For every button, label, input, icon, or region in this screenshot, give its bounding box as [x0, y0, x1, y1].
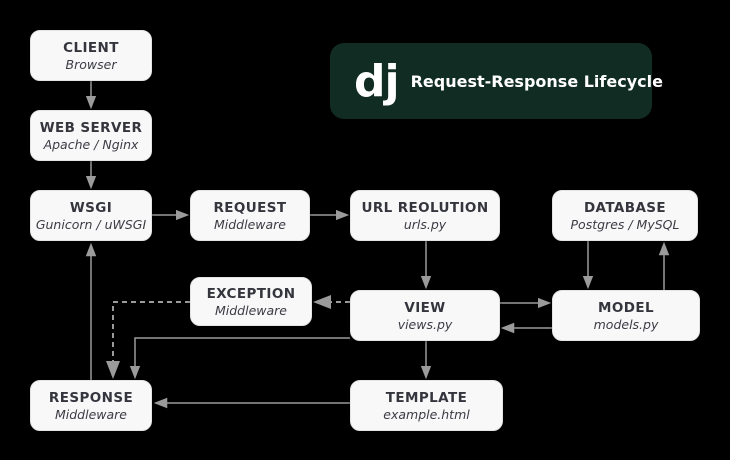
node-wsgi: WSGI Gunicorn / uWSGI	[30, 190, 152, 241]
node-web-server: WEB SERVER Apache / Nginx	[30, 110, 152, 161]
node-exception-subtitle: Middleware	[214, 302, 287, 318]
node-model: MODEL models.py	[552, 290, 700, 341]
node-request-subtitle: Middleware	[213, 216, 286, 232]
node-database-subtitle: Postgres / MySQL	[570, 216, 680, 232]
node-database: DATABASE Postgres / MySQL	[552, 190, 698, 241]
node-view-subtitle: views.py	[397, 316, 453, 332]
edge-view-response	[129, 337, 350, 380]
edge-exception-response-dashed	[106, 301, 190, 379]
node-model-subtitle: models.py	[593, 316, 659, 332]
node-view-title: VIEW	[404, 299, 446, 316]
node-template-title: TEMPLATE	[385, 389, 468, 406]
node-database-title: DATABASE	[583, 199, 667, 216]
node-web-server-title: WEB SERVER	[39, 119, 143, 136]
node-request: REQUEST Middleware	[190, 190, 310, 241]
node-template-subtitle: example.html	[383, 406, 470, 422]
node-client-subtitle: Browser	[65, 56, 117, 72]
node-exception: EXCEPTION Middleware	[190, 277, 312, 326]
node-url-resolution: URL REOLUTION urls.py	[350, 190, 500, 241]
node-response: RESPONSE Middleware	[30, 380, 152, 431]
node-exception-title: EXCEPTION	[206, 285, 296, 302]
node-view: VIEW views.py	[350, 290, 500, 341]
node-request-title: REQUEST	[213, 199, 287, 216]
node-template: TEMPLATE example.html	[350, 380, 503, 431]
django-banner: dj Request-Response Lifecycle	[330, 43, 663, 119]
node-client-title: CLIENT	[63, 39, 119, 56]
node-client: CLIENT Browser	[30, 30, 152, 81]
node-wsgi-title: WSGI	[69, 199, 113, 216]
node-response-subtitle: Middleware	[54, 406, 127, 422]
node-url-resolution-title: URL REOLUTION	[361, 199, 489, 216]
node-web-server-subtitle: Apache / Nginx	[43, 136, 139, 152]
banner-title: Request-Response Lifecycle	[410, 71, 663, 91]
django-logo-icon: dj	[354, 56, 400, 107]
node-url-resolution-subtitle: urls.py	[403, 216, 447, 232]
node-wsgi-subtitle: Gunicorn / uWSGI	[35, 216, 147, 232]
node-response-title: RESPONSE	[48, 389, 134, 406]
node-model-title: MODEL	[598, 299, 654, 316]
